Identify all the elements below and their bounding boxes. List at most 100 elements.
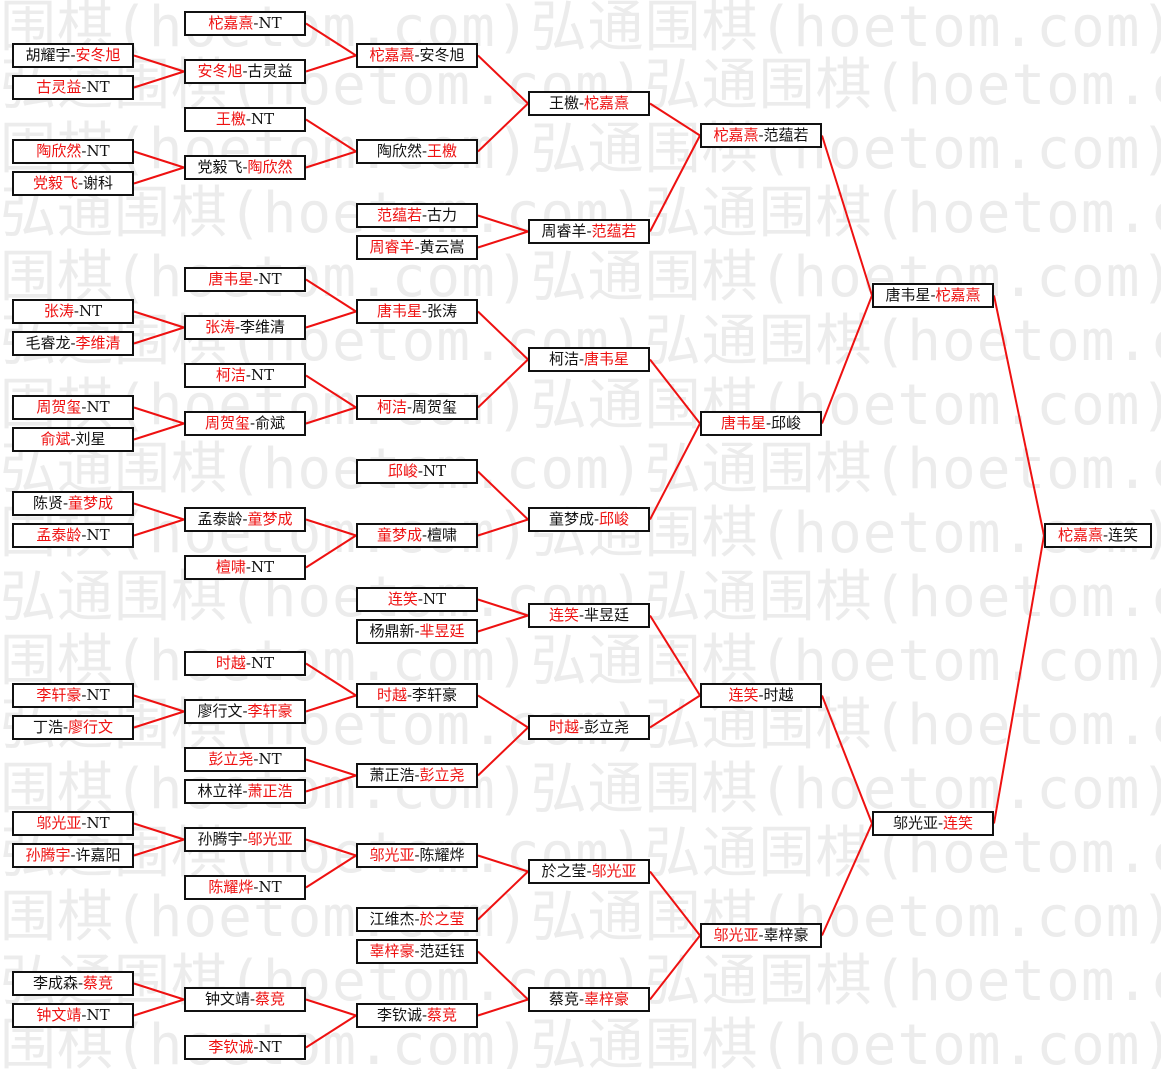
player-name: 蔡竞 bbox=[548, 990, 579, 1008]
separator-dash: - bbox=[70, 430, 76, 448]
connector-line bbox=[133, 518, 185, 537]
player-name: NT bbox=[422, 590, 447, 608]
match-box: 周睿羊-黄云嵩 bbox=[356, 235, 478, 260]
player-name: 唐韦星 bbox=[584, 350, 630, 368]
separator-dash: - bbox=[421, 1006, 428, 1024]
separator-dash: - bbox=[249, 414, 256, 432]
match-box: 於之莹-邬光亚 bbox=[528, 859, 650, 884]
match-box: 孙腾宇-邬光亚 bbox=[184, 827, 306, 852]
separator-dash: - bbox=[578, 350, 585, 368]
player-name: 刘星 bbox=[75, 430, 106, 448]
player-name: 时越 bbox=[215, 654, 246, 672]
player-name: 古力 bbox=[427, 206, 458, 224]
match-box: 李钦诚-蔡竞 bbox=[356, 1003, 478, 1028]
separator-dash: - bbox=[253, 878, 259, 896]
player-name: NT bbox=[250, 366, 275, 384]
match-box: 檀啸-NT bbox=[184, 555, 306, 580]
match-box: 胡耀宇-安冬旭 bbox=[12, 43, 134, 68]
player-name: 童梦成 bbox=[376, 526, 422, 544]
connector-line bbox=[649, 614, 701, 697]
match-box: 周贺玺-NT bbox=[12, 395, 134, 420]
player-name: NT bbox=[86, 78, 110, 96]
player-name: 范蕴若 bbox=[763, 126, 809, 144]
separator-dash: - bbox=[253, 750, 259, 768]
match-box: 邬光亚-陈耀烨 bbox=[356, 843, 478, 868]
player-name: 许嘉阳 bbox=[75, 846, 121, 864]
player-name: 范蕴若 bbox=[376, 206, 422, 224]
match-box: 时越-李轩豪 bbox=[356, 683, 478, 708]
player-name: 周贺玺 bbox=[204, 414, 250, 432]
connector-line bbox=[133, 822, 185, 841]
separator-dash: - bbox=[406, 686, 413, 704]
separator-dash: - bbox=[70, 46, 76, 64]
match-box: 辜梓豪-范廷钰 bbox=[356, 939, 478, 964]
separator-dash: - bbox=[593, 510, 600, 528]
match-box: 陶欣然-NT bbox=[12, 139, 134, 164]
match-box: 柯洁-周贺玺 bbox=[356, 395, 478, 420]
player-name: 唐韦星 bbox=[885, 286, 931, 304]
match-box: 陈贤-童梦成 bbox=[12, 491, 134, 516]
connector-line bbox=[305, 998, 357, 1017]
match-box: 张涛-李维清 bbox=[184, 315, 306, 340]
connector-line bbox=[649, 423, 701, 520]
player-name: 孙腾宇 bbox=[25, 846, 71, 864]
separator-dash: - bbox=[242, 510, 248, 528]
match-box: 钟文靖-NT bbox=[12, 1003, 134, 1028]
separator-dash: - bbox=[81, 814, 87, 832]
connector-line bbox=[133, 502, 185, 521]
match-box: 童梦成-檀啸 bbox=[356, 523, 478, 548]
separator-dash: - bbox=[245, 558, 251, 576]
player-name: 俞斌 bbox=[255, 414, 286, 432]
connector-line bbox=[305, 854, 357, 889]
player-name: 邬光亚 bbox=[36, 814, 82, 832]
player-name: 孟泰龄 bbox=[197, 510, 243, 528]
separator-dash: - bbox=[245, 654, 251, 672]
player-name: 邬光亚 bbox=[247, 830, 293, 848]
player-name: NT bbox=[258, 750, 282, 768]
connector-line bbox=[477, 614, 529, 633]
connector-line bbox=[649, 870, 701, 937]
separator-dash: - bbox=[758, 926, 764, 944]
player-name: 柁嘉熹 bbox=[713, 126, 759, 144]
player-name: 辜梓豪 bbox=[763, 926, 809, 944]
player-name: 周睿羊 bbox=[541, 222, 587, 240]
separator-dash: - bbox=[930, 286, 936, 304]
player-name: 柁嘉熹 bbox=[208, 14, 254, 32]
player-name: 柁嘉熹 bbox=[584, 94, 630, 112]
connector-line bbox=[477, 870, 529, 921]
connector-line bbox=[993, 535, 1045, 824]
player-name: 蔡竞 bbox=[427, 1006, 458, 1024]
player-name: 陶欣然 bbox=[36, 142, 82, 160]
match-box: 张涛-NT bbox=[12, 299, 134, 324]
player-name: 唐韦星 bbox=[208, 270, 254, 288]
player-name: NT bbox=[86, 686, 110, 704]
connector-line bbox=[477, 854, 529, 873]
separator-dash: - bbox=[1102, 526, 1109, 544]
connector-line bbox=[305, 278, 357, 313]
match-box: 连笑-芈昱廷 bbox=[528, 603, 650, 628]
match-box: 李钦诚-NT bbox=[184, 1035, 306, 1060]
separator-dash: - bbox=[421, 142, 428, 160]
connector-line bbox=[133, 710, 185, 729]
player-name: 张涛 bbox=[427, 302, 458, 320]
player-name: 萧正浩 bbox=[247, 782, 293, 800]
match-box: 唐韦星-柁嘉熹 bbox=[872, 283, 994, 308]
player-name: NT bbox=[258, 14, 282, 32]
player-name: 檀啸 bbox=[427, 526, 458, 544]
player-name: 童梦成 bbox=[548, 510, 594, 528]
player-name: 时越 bbox=[376, 686, 407, 704]
separator-dash: - bbox=[578, 606, 585, 624]
match-box: 唐韦星-邱峻 bbox=[700, 411, 822, 436]
match-box: 彭立尧-NT bbox=[184, 747, 306, 772]
separator-dash: - bbox=[578, 94, 585, 112]
connector-line bbox=[305, 150, 357, 169]
separator-dash: - bbox=[578, 990, 585, 1008]
separator-dash: - bbox=[73, 302, 79, 320]
player-name: NT bbox=[258, 878, 282, 896]
connector-line bbox=[133, 838, 185, 857]
player-name: 李维清 bbox=[75, 334, 121, 352]
connector-line bbox=[133, 998, 185, 1017]
player-name: 陈耀烨 bbox=[419, 846, 465, 864]
match-box: 王檄-NT bbox=[184, 107, 306, 132]
player-name: 王檄 bbox=[548, 94, 579, 112]
